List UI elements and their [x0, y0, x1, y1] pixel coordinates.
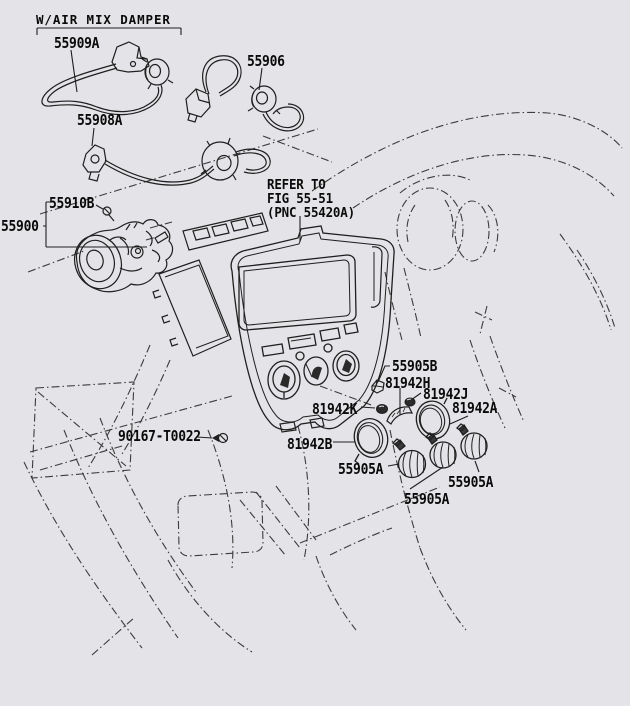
ring-81942b: [353, 418, 389, 465]
connector: [111, 41, 150, 73]
heater-control-assembly-drawing: [73, 219, 174, 293]
harness-55906-drawing: [185, 55, 305, 132]
bracket-air-mix-damper: [36, 27, 182, 35]
part-label-81942a[interactable]: 81942A: [452, 399, 498, 418]
refer-note-line2: FIG 55-51: [267, 189, 333, 207]
air-mix-damper-note: W/AIR MIX DAMPER: [36, 12, 171, 27]
connector: [82, 144, 107, 173]
dial: [303, 356, 329, 386]
part-label-81942b[interactable]: 81942B: [287, 435, 333, 454]
phantom-dashboard-outline: [27, 111, 623, 469]
part-label-81942j[interactable]: 81942J: [423, 385, 469, 404]
harness-55909a-drawing: [41, 41, 174, 116]
part-label-55905a-left[interactable]: 55905A: [338, 460, 384, 479]
knob-55905a-left: [392, 438, 427, 479]
side-vent-and-trim-drawing: [152, 212, 383, 433]
refer-note: REFER TO FIG 55-51 (PNC 55420A): [267, 177, 355, 219]
part-label-81942h[interactable]: 81942H: [385, 374, 431, 393]
connector: [185, 88, 211, 118]
knob-55905a-middle: [425, 432, 457, 469]
part-label-55905b[interactable]: 55905B: [392, 357, 438, 376]
clip-81942j: [404, 397, 416, 407]
connector: [251, 85, 277, 113]
part-label-55905a-right[interactable]: 55905A: [448, 473, 494, 492]
dial: [267, 360, 301, 400]
screw-90167: [212, 432, 229, 444]
panel-dials-drawing: [267, 350, 360, 400]
refer-note-line3: (PNC 55420A): [267, 204, 355, 221]
dial: [332, 350, 360, 382]
center-bezel-drawing: [230, 225, 395, 431]
clip-55905b: [371, 379, 385, 394]
part-label-55908a[interactable]: 55908A: [77, 111, 123, 130]
part-label-55910b[interactable]: 55910B: [49, 194, 95, 213]
part-label-55909a[interactable]: 55909A: [54, 34, 100, 53]
connector: [144, 58, 170, 86]
leader-lines: [36, 27, 480, 490]
bracket-55900: [43, 201, 147, 248]
part-label-55900[interactable]: 55900: [1, 217, 39, 236]
screw-55910b: [102, 206, 115, 222]
knob-55905a-right: [456, 423, 488, 460]
part-label-55905a-bottom[interactable]: 55905A: [404, 490, 450, 509]
harness-55908a-drawing: [82, 137, 271, 186]
clip-81942k: [376, 404, 388, 414]
connector: [201, 141, 239, 181]
part-label-55906[interactable]: 55906: [247, 52, 285, 71]
part-label-81942k[interactable]: 81942K: [312, 400, 358, 419]
phantom-console-outline: [23, 381, 467, 656]
ring-81942a: [415, 397, 451, 440]
radio-opening: [238, 254, 357, 331]
part-label-90167-t0022[interactable]: 90167-T0022: [118, 427, 201, 446]
refer-note-line1: REFER TO: [267, 175, 326, 193]
